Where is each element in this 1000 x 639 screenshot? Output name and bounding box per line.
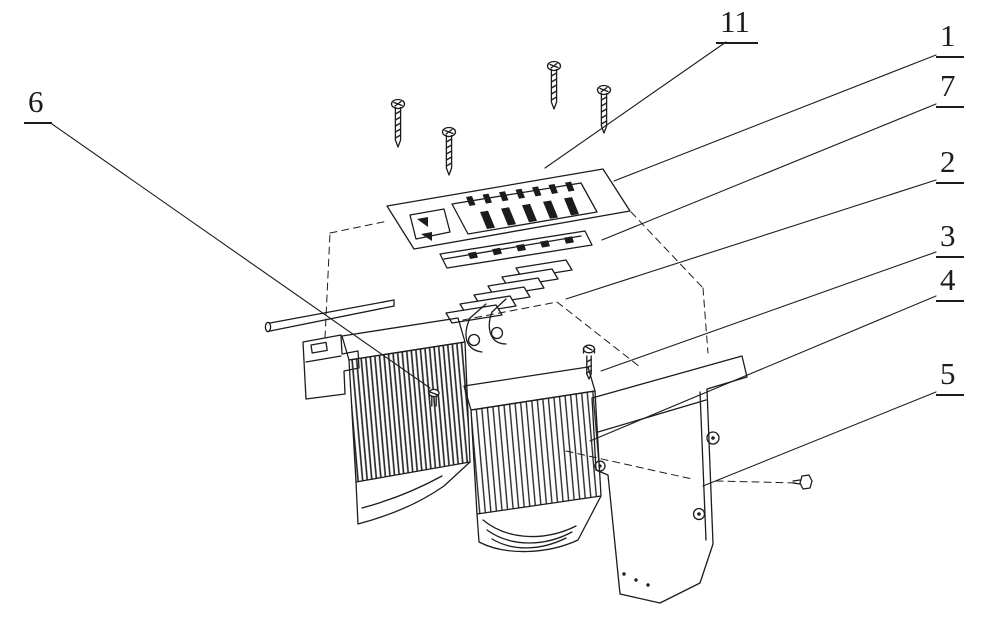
cover-large-slots xyxy=(480,197,579,229)
part-label-4: 4 xyxy=(936,263,964,302)
leader-lines xyxy=(51,41,937,487)
part-label-2: 2 xyxy=(936,145,964,184)
mounting-screws xyxy=(390,60,612,176)
long-pin xyxy=(264,299,395,333)
detached-bolt xyxy=(792,474,813,490)
part-label-5: 5 xyxy=(936,357,964,396)
contact-hooks xyxy=(465,298,507,353)
cover-small-slots xyxy=(466,181,575,206)
contact-blades xyxy=(445,259,573,324)
dashed-construction-lines xyxy=(324,211,799,484)
part-label-6: 6 xyxy=(24,85,52,124)
left-heatsink-block xyxy=(341,317,471,525)
part-label-1: 1 xyxy=(936,19,964,58)
side-mounting-bracket xyxy=(591,355,748,604)
insulation-sheet xyxy=(439,230,593,269)
part-label-11: 11 xyxy=(716,5,758,44)
part-label-3: 3 xyxy=(936,219,964,258)
right-heatsink-block xyxy=(463,366,602,553)
clamp-screw xyxy=(582,344,596,380)
part-label-7: 7 xyxy=(936,69,964,108)
top-cover-plate xyxy=(386,168,631,250)
